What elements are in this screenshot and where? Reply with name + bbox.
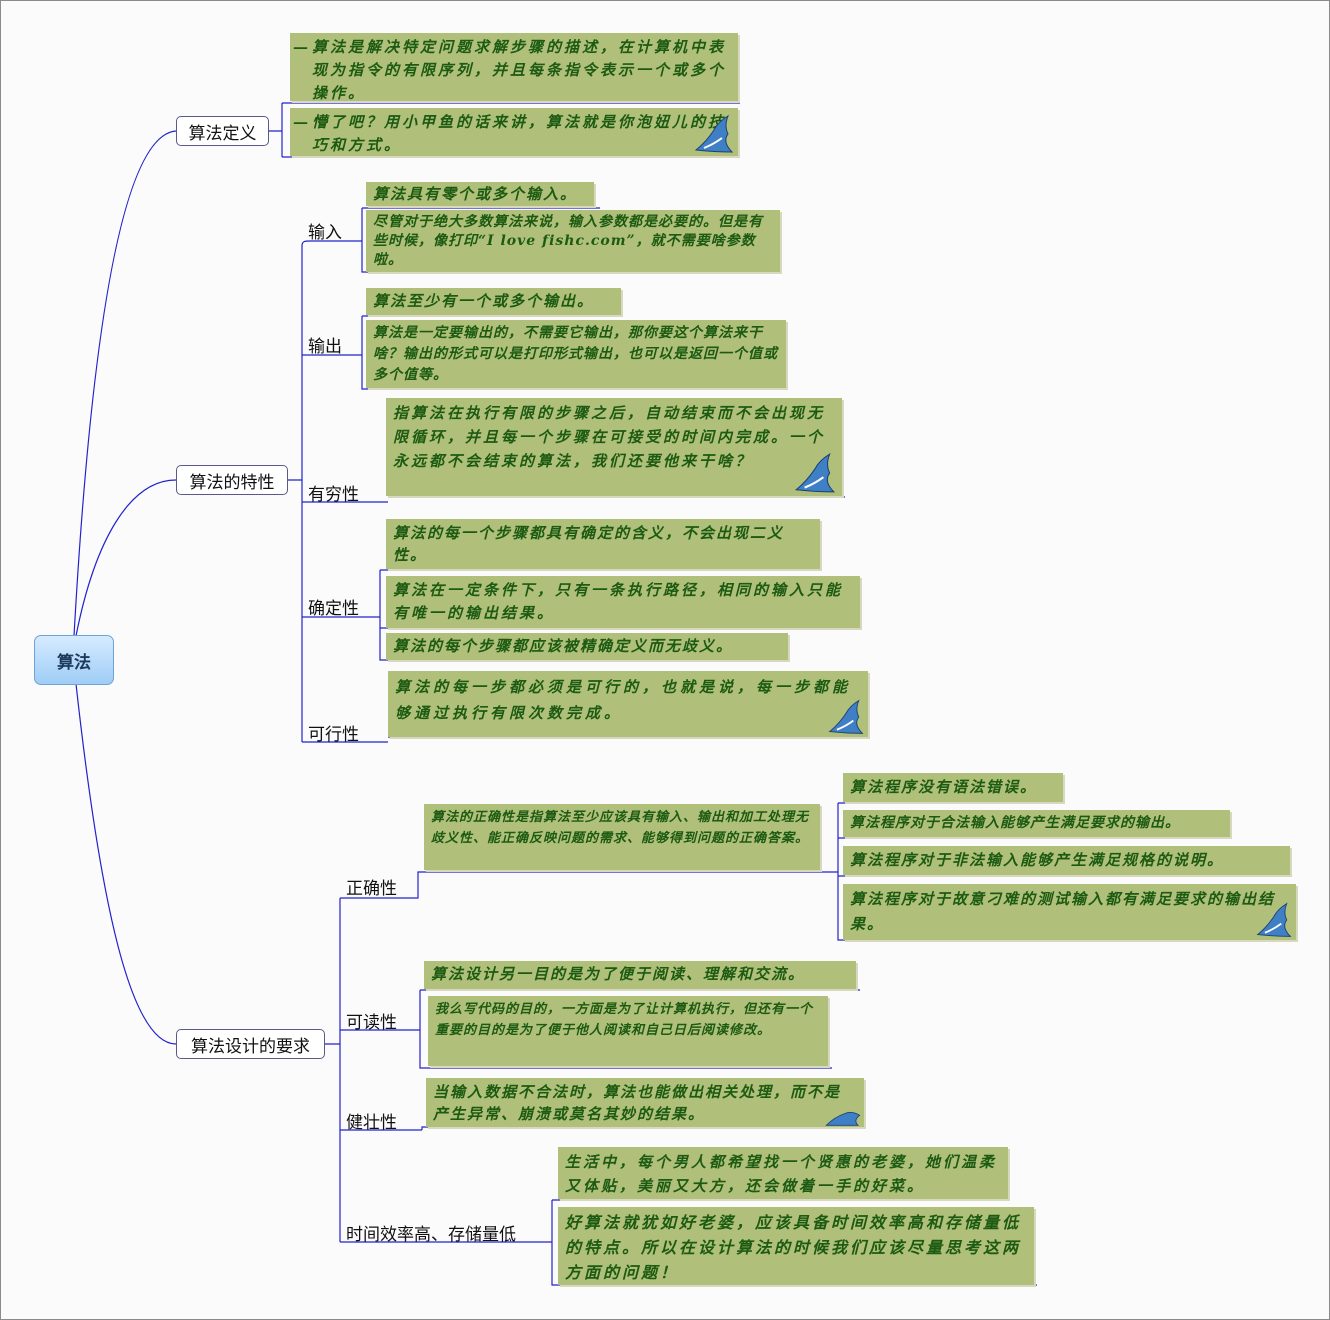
note-text: 算法程序对于故意刁难的测试输入都有满足要求的输出结果。 bbox=[850, 890, 1276, 933]
note-text: 我么写代码的目的，一方面是为了让计算机执行，但还有一个重要的目的是为了便于他人阅… bbox=[435, 1002, 814, 1038]
note-definite-2: 算法在一定条件下，只有一条执行路径，相同的输入只能有唯一的输出结果。 bbox=[386, 576, 860, 628]
topic-properties[interactable]: 算法的特性 bbox=[176, 465, 288, 495]
note-efficient-2: 好算法就犹如好老婆，应该具备时间效率高和存储量低的特点。所以在设计算法的时候我们… bbox=[558, 1207, 1034, 1285]
note-text: 算法设计另一目的是为了便于阅读、理解和交流。 bbox=[431, 965, 806, 983]
note-text: 懵了吧？用小甲鱼的话来讲，算法就是你泡妞儿的技巧和方式。 bbox=[312, 113, 727, 154]
note-feasible: 算法的每一步都必须是可行的，也就是说，每一步都能够通过执行有限次数完成。 bbox=[388, 671, 868, 737]
note-text: 尽管对于绝大多数算法来说，输入参数都是必要的。但是有些时候，像打印“I love… bbox=[373, 214, 763, 268]
note-text: 算法具有零个或多个输入。 bbox=[373, 185, 578, 203]
connector-req-readable bbox=[340, 989, 860, 1069]
label-correctness[interactable]: 正确性 bbox=[346, 879, 397, 899]
bracket-input bbox=[361, 207, 782, 273]
note-text: 算法的正确性是指算法至少应该具有输入、输出和加工处理无歧义性、能正确反映问题的需… bbox=[431, 810, 810, 846]
connector-req-trunk bbox=[324, 898, 341, 1242]
connector-root-req bbox=[75, 683, 177, 1045]
note-text: 算法程序对于非法输入能够产生满足规格的说明。 bbox=[850, 851, 1225, 869]
shark-icon bbox=[794, 452, 836, 493]
note-text: 算法程序对于合法输入能够产生满足要求的输出。 bbox=[850, 815, 1180, 831]
shark-icon bbox=[825, 1111, 861, 1126]
note-def-1: 算法是解决特定问题求解步骤的描述，在计算机中表现为指令的有限序列，并且每条指令表… bbox=[290, 33, 738, 102]
connector-prop-input bbox=[301, 240, 362, 247]
label-input[interactable]: 输入 bbox=[308, 223, 342, 243]
note-text: 算法是解决特定问题求解步骤的描述，在计算机中表现为指令的有限序列，并且每条指令表… bbox=[312, 38, 727, 102]
shark-icon bbox=[694, 114, 734, 153]
connector-def bbox=[268, 103, 283, 157]
note-text: 算法程序没有语法错误。 bbox=[850, 778, 1038, 796]
note-text: 算法至少有一个或多个输出。 bbox=[373, 292, 595, 310]
note-finite: 指算法在执行有限的步骤之后，自动结束而不会出现无限循环，并且每一个步骤在可接受的… bbox=[386, 398, 842, 496]
topic-definition[interactable]: 算法定义 bbox=[176, 116, 269, 146]
note-def-2: 懵了吧？用小甲鱼的话来讲，算法就是你泡妞儿的技巧和方式。 bbox=[290, 108, 738, 156]
note-robust: 当输入数据不合法时，算法也能做出相关处理，而不是产生异常、崩溃或莫名其妙的结果。 bbox=[426, 1078, 864, 1127]
note-text: 算法的每个步骤都应该被精确定义而无歧义。 bbox=[393, 637, 734, 655]
note-text: 算法的每一个步骤都具有确定的含义，不会出现二义性。 bbox=[393, 524, 785, 564]
note-text: 指算法在执行有限的步骤之后，自动结束而不会出现无限循环，并且每一个步骤在可接受的… bbox=[393, 404, 826, 470]
label-feasible[interactable]: 可行性 bbox=[308, 725, 359, 745]
note-text: 生活中，每个男人都希望找一个贤惠的老婆，她们温柔又体贴，美丽又大方，还会做着一手… bbox=[565, 1153, 998, 1195]
label-definite[interactable]: 确定性 bbox=[308, 599, 359, 619]
connector-prop-trunk bbox=[288, 246, 303, 742]
connector-root-def bbox=[73, 130, 177, 637]
connector-req-robust bbox=[340, 1126, 866, 1131]
label-finite[interactable]: 有穷性 bbox=[308, 485, 359, 505]
label-readability[interactable]: 可读性 bbox=[346, 1013, 397, 1033]
note-text: 好算法就犹如好老婆，应该具备时间效率高和存储量低的特点。所以在设计算法的时候我们… bbox=[565, 1213, 1022, 1282]
bracket-output bbox=[361, 315, 788, 390]
note-readable-2: 我么写代码的目的，一方面是为了让计算机执行，但还有一个重要的目的是为了便于他人阅… bbox=[428, 996, 828, 1066]
note-output-2: 算法是一定要输出的，不需要它输出，那你要这个算法来干啥？输出的形式可以是打印形式… bbox=[366, 320, 786, 388]
label-output[interactable]: 输出 bbox=[308, 337, 342, 357]
note-correct-level-2: 算法程序对于合法输入能够产生满足要求的输出。 bbox=[843, 810, 1230, 837]
note-output-1: 算法至少有一个或多个输出。 bbox=[366, 288, 621, 315]
note-readable-1: 算法设计另一目的是为了便于阅读、理解和交流。 bbox=[424, 961, 856, 989]
note-definite-3: 算法的每个步骤都应该被精确定义而无歧义。 bbox=[386, 633, 788, 660]
connector-req-efficient bbox=[340, 1199, 1037, 1286]
shark-icon bbox=[1256, 902, 1292, 937]
note-correct-level-4: 算法程序对于故意刁难的测试输入都有满足要求的输出结果。 bbox=[843, 884, 1296, 940]
note-definite-1: 算法的每一个步骤都具有确定的含义，不会出现二义性。 bbox=[386, 519, 820, 569]
connector-req-correct-levels bbox=[830, 802, 1298, 941]
topic-requirements[interactable]: 算法设计的要求 bbox=[176, 1029, 325, 1059]
note-input-2: 尽管对于绝大多数算法来说，输入参数都是必要的。但是有些时候，像打印“I love… bbox=[366, 210, 780, 272]
note-text: 算法是一定要输出的，不需要它输出，那你要这个算法来干啥？输出的形式可以是打印形式… bbox=[373, 325, 778, 383]
connector-root-prop bbox=[75, 479, 177, 637]
note-correct-level-3: 算法程序对于非法输入能够产生满足规格的说明。 bbox=[843, 846, 1290, 875]
shark-icon bbox=[828, 699, 864, 734]
bracket-definite bbox=[379, 569, 862, 661]
note-text: 算法在一定条件下，只有一条执行路径，相同的输入只能有唯一的输出结果。 bbox=[393, 581, 844, 622]
note-input-1: 算法具有零个或多个输入。 bbox=[366, 182, 594, 206]
note-text: 当输入数据不合法时，算法也能做出相关处理，而不是产生异常、崩溃或莫名其妙的结果。 bbox=[433, 1083, 842, 1123]
root-topic[interactable]: 算法 bbox=[34, 635, 114, 685]
connector-req-correct bbox=[340, 871, 830, 899]
note-efficient-1: 生活中，每个男人都希望找一个贤惠的老婆，她们温柔又体贴，美丽又大方，还会做着一手… bbox=[558, 1147, 1008, 1199]
note-text: 算法的每一步都必须是可行的，也就是说，每一步都能够通过执行有限次数完成。 bbox=[395, 678, 852, 722]
note-correctness: 算法的正确性是指算法至少应该具有输入、输出和加工处理无歧义性、能正确反映问题的需… bbox=[424, 804, 820, 870]
label-efficiency[interactable]: 时间效率高、存储量低 bbox=[346, 1225, 516, 1245]
note-correct-level-1: 算法程序没有语法错误。 bbox=[843, 773, 1063, 802]
label-robustness[interactable]: 健壮性 bbox=[346, 1113, 397, 1133]
